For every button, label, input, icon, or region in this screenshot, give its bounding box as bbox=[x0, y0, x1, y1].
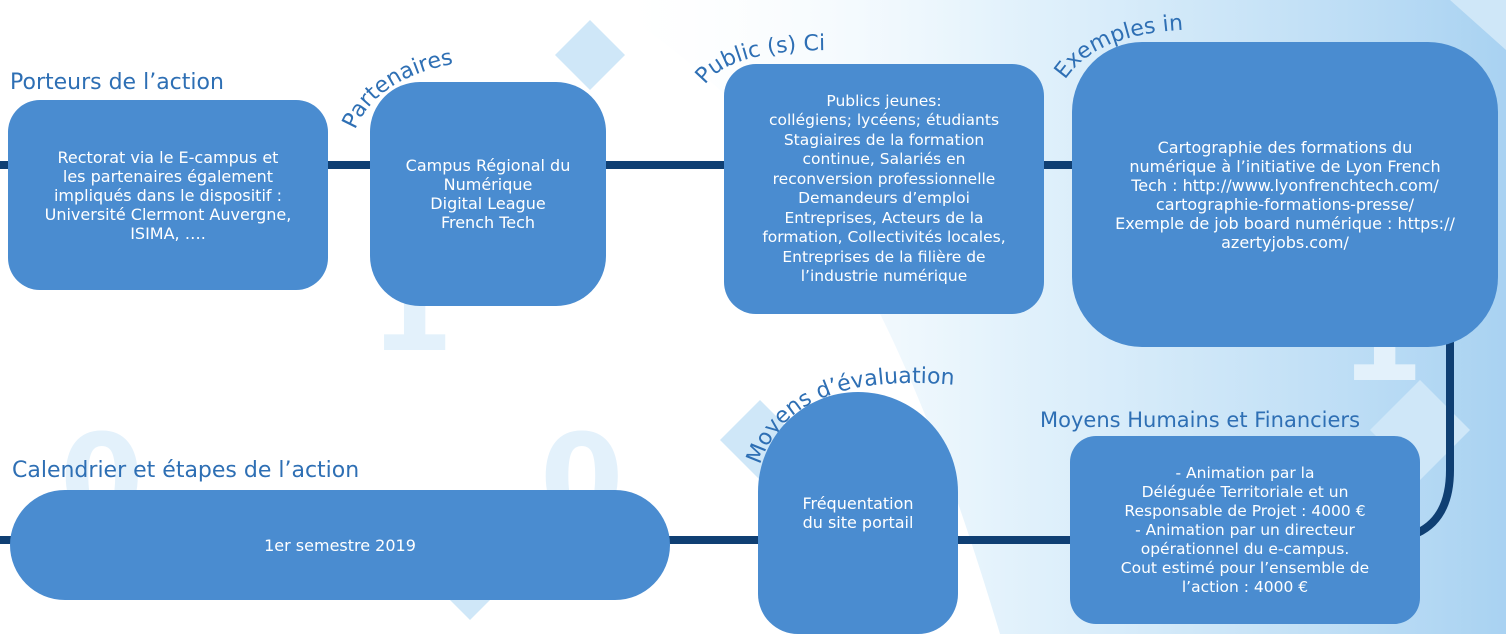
porteurs-box: Rectorat via le E-campus et les partenai… bbox=[8, 100, 328, 290]
partenaires-box: Campus Régional du Numérique Digital Lea… bbox=[370, 82, 606, 306]
porteurs-title: Porteurs de l’action bbox=[10, 70, 224, 95]
porteurs-text: Rectorat via le E-campus et les partenai… bbox=[44, 147, 292, 243]
moyens-evaluation-text: Fréquentation du site portail bbox=[802, 494, 914, 532]
moyens-humains-text: - Animation par la Déléguée Territoriale… bbox=[1120, 463, 1370, 596]
public-cible-box: Publics jeunes: collégiens; lycéens; étu… bbox=[724, 64, 1044, 314]
public-cible-text: Publics jeunes: collégiens; lycéens; étu… bbox=[762, 91, 1006, 286]
partenaires-text: Campus Régional du Numérique Digital Lea… bbox=[405, 156, 571, 232]
calendrier-title: Calendrier et étapes de l’action bbox=[12, 458, 360, 483]
calendrier-box: 1er semestre 2019 bbox=[10, 490, 670, 600]
moyens-humains-box: - Animation par la Déléguée Territoriale… bbox=[1070, 436, 1420, 624]
exemples-box: Cartographie des formations du numérique… bbox=[1072, 42, 1498, 347]
moyens-evaluation-box: Fréquentation du site portail bbox=[758, 392, 958, 634]
exemples-text: Cartographie des formations du numérique… bbox=[1115, 137, 1455, 252]
moyens-humains-title: Moyens Humains et Financiers bbox=[1040, 408, 1361, 432]
calendrier-text: 1er semestre 2019 bbox=[264, 535, 416, 555]
